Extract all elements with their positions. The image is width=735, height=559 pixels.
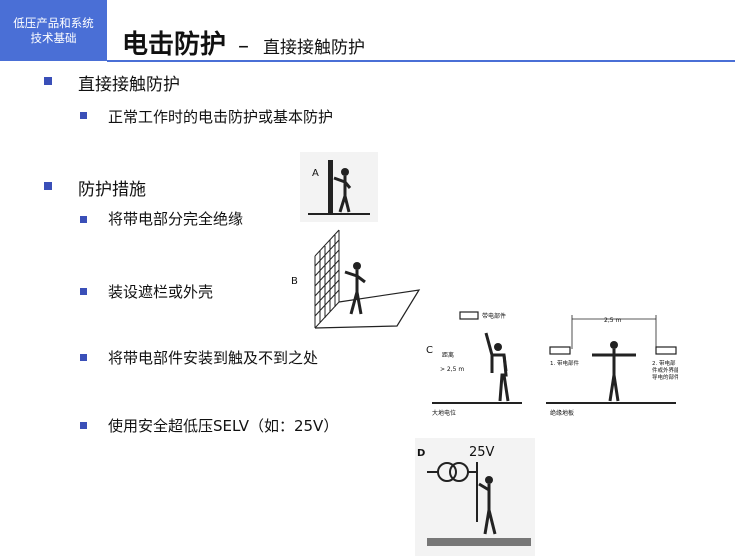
ground-label: 大地电位 (432, 409, 456, 417)
list-item: 使用安全超低压SELV（如：25V） (108, 417, 339, 435)
list-item: 装设遮栏或外壳 (108, 283, 214, 301)
bullet-square (44, 182, 52, 190)
ground-plate (427, 538, 531, 546)
live-part-1 (459, 311, 479, 320)
sub-bullet-square (80, 216, 87, 223)
bullet-square (44, 77, 52, 85)
insulated-conductor (328, 160, 333, 214)
section-heading: 防护措施 (78, 180, 146, 200)
sub-bullet-square (80, 422, 87, 429)
header-rule (107, 60, 735, 62)
list-item: 正常工作时的电击防护或基本防护 (108, 108, 334, 126)
note-2-line-1: 2. 带电部 (652, 359, 676, 367)
sub-bullet-square (80, 288, 87, 295)
title-separator: – (238, 34, 250, 59)
slide-title: 电击防护–直接接触防护 (122, 24, 365, 61)
course-line-2: 技术基础 (30, 30, 77, 45)
figure-a-letter: A (312, 168, 319, 179)
figure-c-letter: C (426, 345, 433, 356)
sub-bullet-square (80, 112, 87, 119)
figure-b-barrier: B (287, 222, 423, 332)
list-item: 将带电部分完全绝缘 (108, 210, 244, 228)
section-heading: 直接接触防护 (78, 75, 180, 95)
live-part-1-label: 带电部件 (482, 312, 506, 320)
selv-voltage: 25V (469, 445, 495, 460)
figure-c-out-of-reach: C 带电部件 距离 > 2,5 m 大地电位 2,5 m 1. 带电部件 2. … (420, 303, 678, 425)
sub-bullet-square (80, 354, 87, 361)
distance-value: > 2,5 m (440, 366, 464, 373)
figure-d-letter: D (417, 448, 425, 459)
span-label: 2,5 m (604, 317, 621, 324)
figure-b-letter: B (291, 276, 298, 287)
note-2-line-3: 导电的部件 (652, 373, 678, 381)
list-item: 将带电部件安装到触及不到之处 (108, 349, 319, 367)
course-badge: 低压产品和系统 技术基础 (0, 0, 107, 61)
figure-a-insulation: A (300, 152, 378, 222)
title-main: 电击防护 (122, 30, 227, 60)
course-line-1: 低压产品和系统 (13, 15, 94, 30)
title-subtitle: 直接接触防护 (263, 38, 366, 58)
live-part-2-label: 1. 带电部件 (550, 359, 579, 367)
figure-d-selv: D 25V (415, 438, 535, 556)
mesh-barrier (314, 229, 340, 329)
note-2-line-2: 件或外界能 (652, 366, 678, 374)
transformer-icon (437, 462, 457, 482)
live-part-2 (549, 346, 571, 355)
distance-label: 距离 (442, 351, 454, 359)
floor-label: 绝缘地板 (550, 409, 574, 417)
